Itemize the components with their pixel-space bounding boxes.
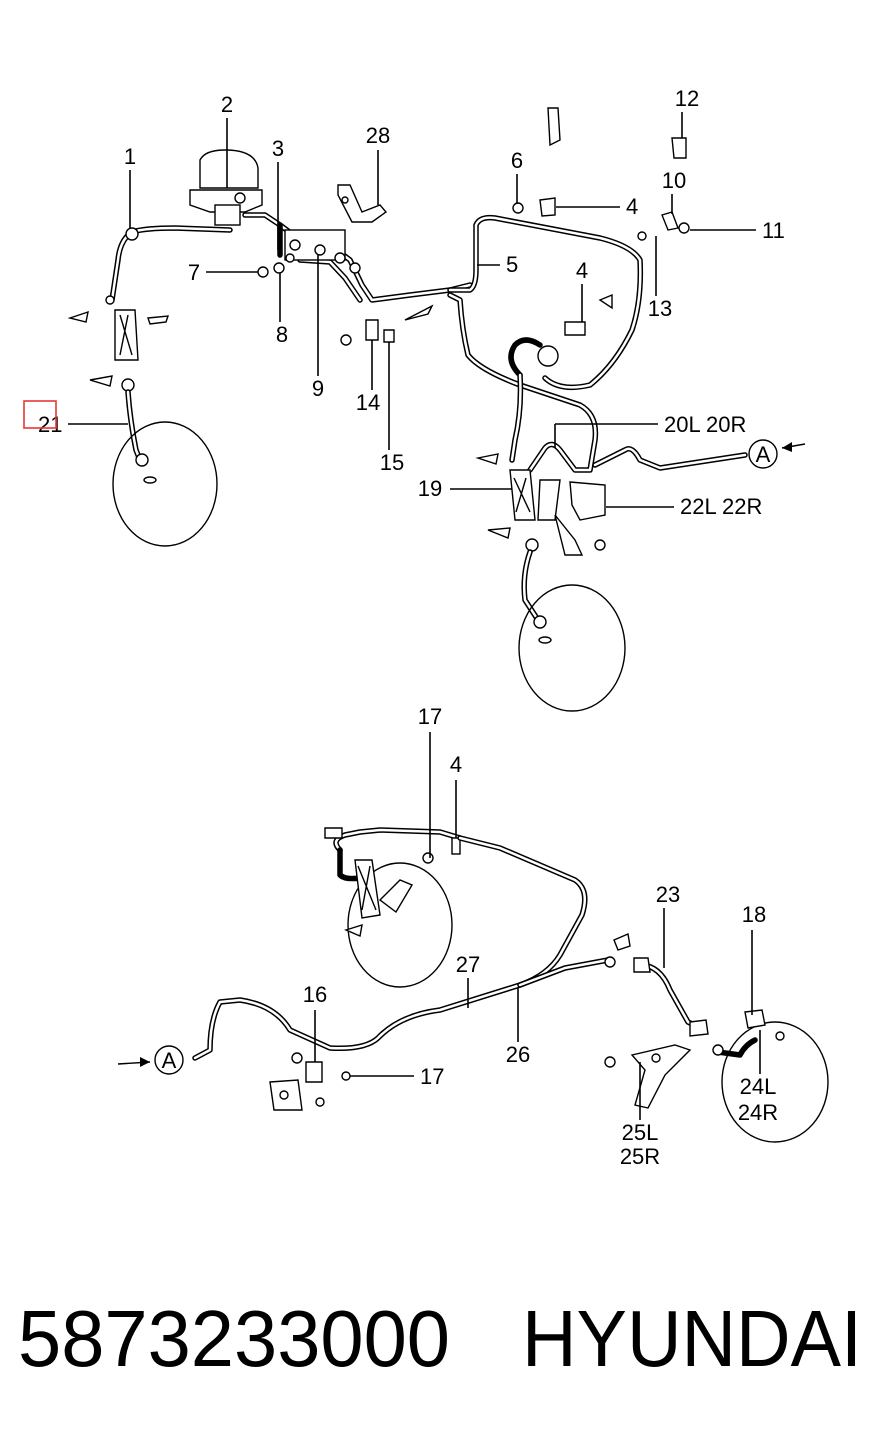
connector-a-bottom: A: [117, 1045, 184, 1075]
callout-12: 12: [675, 86, 699, 111]
part-number: 5873233000: [18, 1294, 450, 1383]
callout-16: 16: [303, 982, 327, 1007]
callout-24r: 24R: [738, 1100, 778, 1125]
callout-4-lower: 4: [450, 752, 462, 777]
bottom-callouts: 17 4 23 18 27 16 17 26 24L 24R 25L 25R: [303, 704, 778, 1169]
callout-5: 5: [506, 252, 518, 277]
callout-27: 27: [456, 952, 480, 977]
callout-23: 23: [656, 882, 680, 907]
callout-15: 15: [380, 450, 404, 475]
callout-20: 20L 20R: [664, 412, 746, 437]
callout-24l: 24L: [740, 1074, 777, 1099]
callout-28: 28: [366, 123, 390, 148]
callout-8: 8: [276, 322, 288, 347]
rear-brackets-left: [269, 1052, 351, 1111]
callout-10: 10: [662, 168, 686, 193]
callout-26: 26: [506, 1042, 530, 1067]
callout-19: 19: [418, 476, 442, 501]
callout-14: 14: [356, 390, 380, 415]
connector-a-bottom-label: A: [162, 1048, 177, 1073]
top-callouts: 1 2 3 28 6 4 12 10 11 5 4 7 8 9 13 14 15: [23, 86, 785, 519]
front-brake-assembly: A: [67, 107, 806, 712]
brand-name: HYUNDAI: [522, 1294, 862, 1383]
callout-1: 1: [124, 144, 136, 169]
loop-brake-line-5: [447, 214, 644, 391]
callout-25l: 25L: [622, 1120, 659, 1145]
callout-11: 11: [762, 218, 785, 243]
callout-22: 22L 22R: [680, 494, 762, 519]
callout-7: 7: [188, 260, 200, 285]
rear-main-brake-line: [192, 835, 631, 1061]
callout-18: 18: [742, 902, 766, 927]
callout-9: 9: [312, 376, 324, 401]
rear-left-disc-upper: [324, 827, 463, 988]
front-left-brake-line: [105, 225, 233, 305]
highlight-box-21: [23, 400, 57, 429]
callout-4-middle: 4: [576, 258, 588, 283]
right-front-hose: [475, 453, 606, 623]
rear-brake-assembly: A: [117, 827, 829, 1143]
connector-a-top: A: [748, 439, 806, 469]
callout-3: 3: [272, 136, 284, 161]
callout-25r: 25R: [620, 1144, 660, 1169]
connector-a-top-label: A: [756, 442, 771, 467]
left-front-disc: [112, 421, 218, 547]
clips-upper: [512, 107, 690, 241]
callout-17-lower: 17: [420, 1064, 444, 1089]
center-brake-lines: [242, 212, 473, 303]
left-front-hose: [67, 309, 170, 463]
rear-right-hose: [604, 957, 829, 1143]
small-fasteners: [257, 262, 434, 346]
callout-13: 13: [648, 296, 672, 321]
callout-21: 21: [38, 412, 62, 437]
center-to-right-line: [447, 292, 748, 473]
bracket-28: [337, 184, 388, 223]
right-front-disc: [518, 584, 626, 712]
callout-4-upper: 4: [626, 194, 638, 219]
callout-17-upper: 17: [418, 704, 442, 729]
callout-6: 6: [511, 148, 523, 173]
caption: 5873233000 HYUNDAI: [18, 1294, 862, 1383]
callout-2: 2: [221, 92, 233, 117]
master-cylinder: [189, 149, 263, 226]
